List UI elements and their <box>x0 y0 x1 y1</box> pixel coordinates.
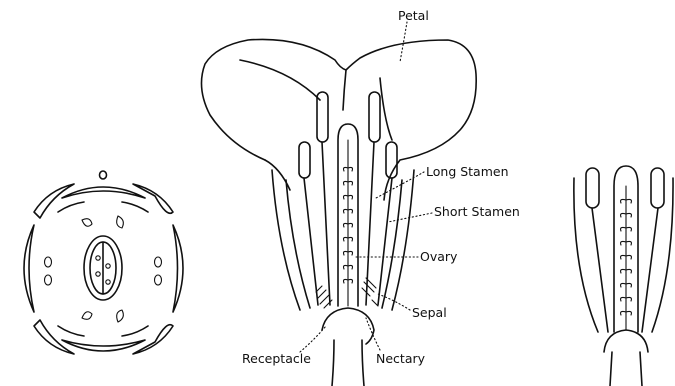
petal-notch <box>343 70 346 110</box>
label-ovary: Ovary <box>420 249 458 264</box>
stamen-section <box>45 257 52 267</box>
sepal-left-outline <box>272 170 300 310</box>
stamen-filament <box>592 208 608 332</box>
label-nectary: Nectary <box>376 351 426 366</box>
petal-top-right <box>133 184 173 213</box>
stamen-section <box>82 219 92 227</box>
axis-marker <box>100 171 107 179</box>
petal-inner-arc <box>58 326 84 336</box>
petal-bottom-left <box>34 320 74 354</box>
stamen-section <box>117 310 124 322</box>
ovule <box>96 256 100 260</box>
long-stamen-filament <box>322 142 330 305</box>
label-petal: Petal <box>398 8 429 23</box>
short-stamen-anther <box>586 168 599 208</box>
petal-top-left <box>34 184 74 218</box>
long-stamen-filament <box>366 142 374 305</box>
leader-receptacle <box>300 326 326 352</box>
receptacle-detail <box>604 330 648 352</box>
petal-bottom-right <box>133 325 173 354</box>
stamen-section <box>117 216 124 228</box>
sepal-left <box>24 225 34 312</box>
petal-vein <box>380 78 392 140</box>
sepal-top <box>62 187 145 198</box>
nectary-hatching <box>316 278 378 308</box>
stamen-section <box>155 275 162 285</box>
short-stamen-filament <box>304 178 318 305</box>
short-stamen-anther <box>651 168 664 208</box>
stamen-section <box>45 275 52 285</box>
sepal-bottom <box>62 340 145 351</box>
petal-vein <box>240 60 320 100</box>
label-sepal: Sepal <box>412 305 447 320</box>
ovule <box>106 280 110 284</box>
floral-diagram <box>24 171 183 354</box>
long-stamen-anther <box>369 92 380 142</box>
petal-inner-arc <box>122 202 148 212</box>
ovule <box>106 264 110 268</box>
pedicel-right <box>362 340 364 386</box>
stamen-section <box>155 257 162 267</box>
stamen-filament <box>642 208 658 332</box>
petal-inner-arc <box>122 326 148 336</box>
outer-right-line <box>652 178 673 332</box>
label-receptacle: Receptacle <box>242 351 311 366</box>
flower-section: Petal Long Stamen Short Stamen Ovary Sep… <box>201 8 519 386</box>
receptacle <box>322 308 374 344</box>
label-short-stamen: Short Stamen <box>434 204 520 219</box>
short-stamen-anther <box>299 142 310 178</box>
label-long-stamen: Long Stamen <box>426 164 509 179</box>
stamen-section <box>82 312 92 320</box>
petal-inner-arc <box>58 202 84 212</box>
leader-petal <box>400 22 407 62</box>
sepal-right <box>173 225 183 312</box>
pedicel-detail <box>610 352 642 386</box>
ovule <box>96 272 100 276</box>
gynoecium-detail <box>574 166 673 386</box>
pedicel-left <box>332 340 334 386</box>
